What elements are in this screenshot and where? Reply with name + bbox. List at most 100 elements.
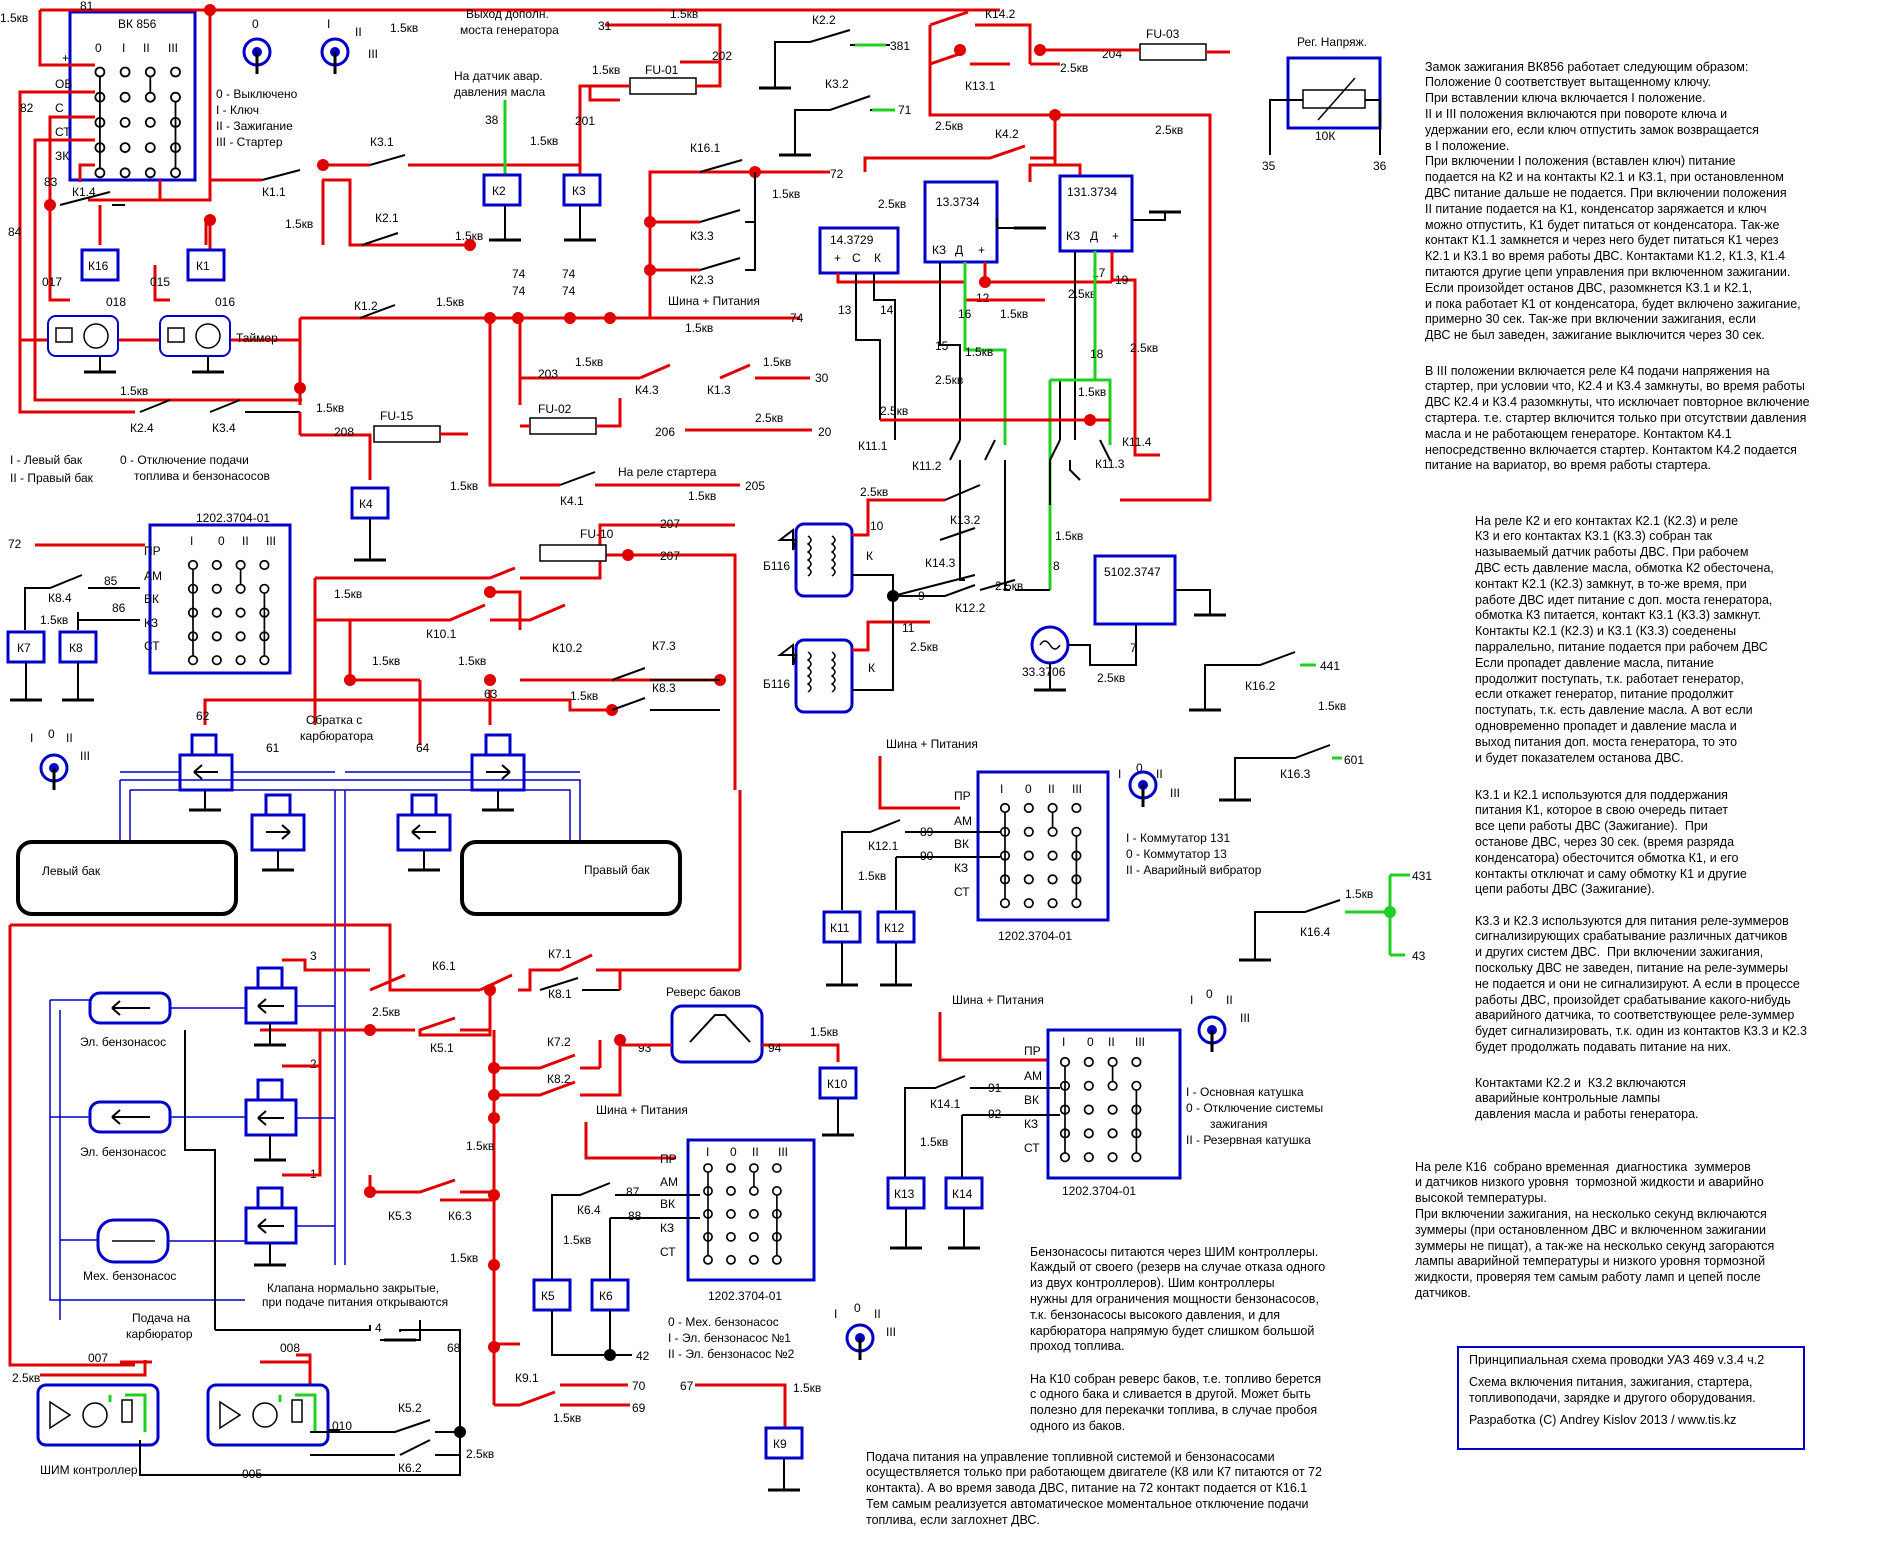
label-labels-legend_coil-1: 0 - Отключение системы	[1186, 1101, 1323, 1115]
label-labels-sw_rows-1: ОВ	[55, 77, 72, 91]
label-nodes-n86: 86	[112, 601, 126, 615]
timer-module-2	[159, 315, 231, 357]
label-labels-sw_positions-2: II	[355, 25, 362, 39]
label-labels-sw_rows-4: ЗК	[55, 149, 69, 163]
valve-63	[470, 733, 526, 792]
label-labels-w15: 1.5кв	[1078, 385, 1106, 399]
label-labels-sel_rows-4: СТ	[1024, 1141, 1040, 1155]
label-labels-w25: 2.5кв	[12, 1371, 40, 1385]
label-contacts-k3_1: К3.1	[370, 135, 394, 149]
label-nodes-n201: 201	[575, 114, 595, 128]
label-relays-K6: К6	[599, 1289, 613, 1303]
label-relays-K3: К3	[572, 184, 586, 198]
label-labels-legend_comm-2: II - Аварийный вибратор	[1126, 863, 1262, 877]
label-labels-sw_positions-0: 0	[48, 727, 55, 741]
label-nodes-n11: 11	[902, 621, 915, 635]
label-labels-sw_positions-2: II	[1108, 1035, 1115, 1049]
note-k16: На реле К16 собрано временная диагностик…	[1415, 1159, 1775, 1300]
label-labels-w15: 1.5кв	[670, 7, 698, 21]
label-nodes-n68: 68	[447, 1341, 461, 1355]
label-nodes-n70: 70	[632, 1379, 646, 1393]
label-nodes-n19: 19	[1115, 273, 1129, 287]
label-contacts-k7_3: К7.3	[652, 639, 676, 653]
label-labels-sel_rows-4: СТ	[954, 885, 970, 899]
label-labels-w15: 1.5кв	[772, 187, 800, 201]
label-labels-legend_coil-2: зажигания	[1210, 1117, 1268, 1131]
label-labels-w15: 1.5кв	[466, 1139, 494, 1153]
label-contacts-k8_4: К8.4	[48, 591, 72, 605]
label-labels-oil_sensor-1: давления масла	[454, 85, 546, 99]
label-relays-K10: К10	[827, 1077, 848, 1091]
module-14-3729: 14.3729 + С К	[818, 226, 900, 275]
position-indicators: 0 I II III	[242, 17, 378, 76]
label-labels-sel_rows-1: АМ	[660, 1175, 678, 1189]
note-ignition-lock: Замок зажигания ВК856 работает следующим…	[1425, 59, 1801, 343]
label-labels-sw_positions-2: II	[1048, 782, 1055, 796]
credit-author: Разработка (С) Andrey Kislov 2013 / www.…	[1469, 1413, 1737, 1427]
label-contacts-k2_1: К2.1	[375, 211, 399, 225]
label-labels-coil: Б116	[763, 677, 790, 691]
label-relays-K1: К1	[196, 259, 210, 273]
label-labels-sw_positions-2: II	[242, 534, 249, 548]
label-nodes-n72: 72	[830, 167, 844, 181]
label-labels-starter_relay: На реле стартера	[618, 465, 717, 479]
label-nodes-n018: 018	[106, 295, 126, 309]
label-labels-bus_plus: Шина + Питания	[596, 1103, 688, 1117]
label-contacts-k5_2: К5.2	[398, 1401, 422, 1415]
label-labels-w15: 1.5кв	[685, 321, 713, 335]
label-labels-w15: 1.5кв	[592, 63, 620, 77]
label-labels-legend_comm-1: 0 - Коммутатор 13	[1126, 847, 1227, 861]
label-labels-w15: 1.5кв	[390, 21, 418, 35]
label-nodes-n203: 203	[538, 367, 558, 381]
label-labels-m4: 5102.3747	[1104, 565, 1161, 579]
label-labels-sel_rows-2: ВК	[144, 592, 159, 606]
valve-61	[250, 793, 306, 852]
label-labels-legend_pump-1: I - Эл. бензонасос №1	[668, 1331, 791, 1345]
label-labels-legend_pump-2: II - Эл. бензонасос №2	[668, 1347, 795, 1361]
label-labels-w25: 2.5кв	[1097, 671, 1125, 685]
label-labels-w25: 2.5кв	[1130, 341, 1158, 355]
label-labels-m3_pins-0: КЗ	[1066, 229, 1080, 243]
label-contacts-k1_4: К1.4	[72, 185, 96, 199]
label-nodes-n016: 016	[215, 295, 235, 309]
label-labels-w15: 1.5кв	[450, 479, 478, 493]
label-labels-gen_extra-1: моста генератора	[460, 23, 559, 37]
reverse-switch[interactable]	[670, 1004, 764, 1064]
label-contacts-k4_3: К4.3	[635, 383, 659, 397]
valve-64	[396, 793, 452, 852]
label-labels-reverse: Реверс баков	[666, 985, 741, 999]
label-labels-return_line-1: карбюратора	[300, 729, 374, 743]
label-labels-sw_positions-1: I	[1000, 782, 1003, 796]
label-labels-gen: 33.3706	[1022, 665, 1066, 679]
module-13-3734: 13.3734 КЗ Д +	[923, 180, 999, 264]
label-nodes-n202: 202	[712, 49, 732, 63]
label-nodes-n92: 92	[988, 1107, 1002, 1121]
label-labels-sw_positions-1: I	[327, 17, 330, 31]
label-contacts-k7_1: К7.1	[548, 947, 572, 961]
label-contacts-k3_4: К3.4	[212, 421, 236, 435]
label-nodes-n2: 2	[310, 1057, 317, 1071]
label-labels-coil_k: К	[868, 661, 875, 675]
label-labels-w25: 2.5кв	[880, 404, 908, 418]
valve-1	[244, 1186, 298, 1245]
pwm-controller-2	[206, 1383, 330, 1447]
label-nodes-n83: 83	[44, 175, 58, 189]
label-relays-K7: К7	[17, 641, 31, 655]
label-labels-pwm: ШИМ контроллер	[40, 1463, 138, 1477]
label-labels-sel_rows-3: КЗ	[954, 861, 968, 875]
label-labels-sel_rows-1: АМ	[954, 814, 972, 828]
label-labels-legend_ign-3: III - Стартер	[216, 135, 283, 149]
label-labels-coil: Б116	[763, 559, 790, 573]
label-labels-m2: 13.3734	[936, 195, 980, 209]
label-labels-sw_positions-1: I	[1190, 993, 1193, 1007]
label-labels-sw_positions-1: I	[1062, 1035, 1065, 1049]
el-pump-2	[88, 1100, 172, 1134]
label-labels-sel_rows-2: ВК	[660, 1197, 675, 1211]
label-relays-K11: К11	[830, 921, 850, 935]
label-labels-sel_rows-1: АМ	[1024, 1069, 1042, 1083]
label-labels-sel_switch: 1202.3704-01	[708, 1289, 782, 1303]
label-labels-w25: 2.5кв	[910, 640, 938, 654]
label-labels-sw_positions-3: III	[1170, 786, 1180, 800]
label-labels-sw_positions-3: III	[1240, 1011, 1250, 1025]
note-engine-sensor: На реле К2 и его контактах К2.1 (К2.3) и…	[1475, 513, 1774, 765]
